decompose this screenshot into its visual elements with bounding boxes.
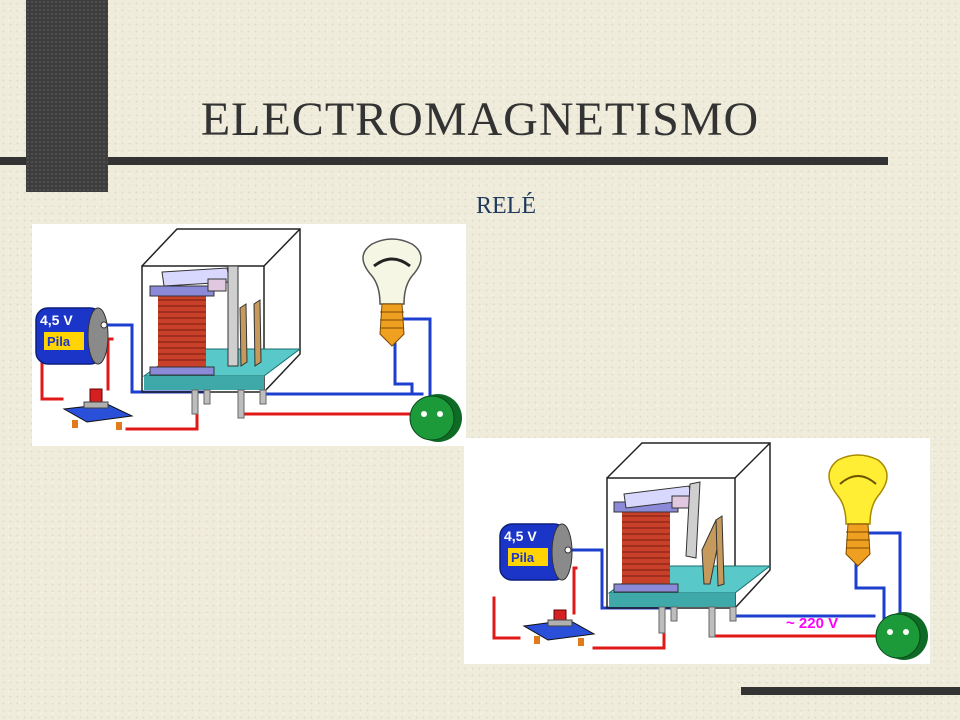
relay-off-svg: 4,5 V Pila [35, 228, 462, 442]
battery-voltage: 4,5 V [504, 528, 537, 544]
wire-blue-lamp-socket [402, 317, 432, 406]
contact-blade-2 [715, 515, 725, 587]
mains-voltage-label: ~ 220 V [786, 615, 838, 632]
armature-frame [227, 265, 239, 367]
armature-frame [685, 481, 701, 559]
contact-blade-2 [253, 299, 262, 367]
battery: 4,5 V Pila [499, 523, 573, 581]
wall-socket [875, 612, 928, 660]
armature-hinge [207, 278, 227, 292]
battery-label: Pila [47, 334, 71, 349]
relay-pins [191, 389, 267, 419]
wire-red-switch [125, 394, 199, 431]
relay-coil [158, 294, 206, 369]
relay-base-front [609, 593, 735, 607]
wire-blue-lamp-socket [868, 531, 902, 625]
push-switch [62, 388, 134, 430]
wire-blue-contact [732, 586, 876, 618]
slide-subtitle: RELÉ [476, 193, 536, 219]
relay-diagram-off: 4,5 V Pila [32, 224, 466, 446]
decorative-rule-top [108, 157, 888, 165]
contact-blade-1 [239, 303, 248, 367]
lamp-off [362, 238, 422, 347]
relay-diagram-on: 4,5 V Pila ~ 220 V [464, 438, 930, 664]
battery: 4,5 V Pila [35, 307, 109, 365]
decorative-rule-bottom [741, 687, 960, 695]
lamp-on [828, 454, 888, 567]
wire-red-contact [240, 394, 414, 416]
decorative-rule-left [0, 157, 26, 165]
wire-blue-lamp [854, 556, 886, 630]
relay-on-svg: 4,5 V Pila ~ 220 V [492, 442, 928, 660]
coil-bottom-plate [149, 366, 215, 376]
wire-red-battery-plus [572, 566, 578, 615]
wire-blue-lamp [393, 340, 424, 396]
battery-voltage: 4,5 V [40, 312, 73, 328]
decorative-dark-block [26, 0, 108, 192]
wire-red-battery-plus [106, 337, 114, 391]
wire-red-battery [40, 362, 64, 401]
slide-title: ELECTROMAGNETISMO [200, 93, 760, 146]
battery-label: Pila [511, 550, 535, 565]
coil-top-plate [149, 285, 215, 297]
relay-pins [658, 606, 737, 638]
push-switch [522, 609, 596, 646]
wire-red-switch [592, 616, 666, 650]
coil-windings [158, 299, 206, 361]
relay-box [141, 228, 301, 393]
wire-blue-contact [262, 390, 414, 396]
relay-base-front [144, 376, 264, 390]
relay-coil [622, 510, 670, 586]
coil-bottom-plate [613, 583, 679, 593]
wire-red-battery [492, 596, 521, 640]
wall-socket [409, 394, 462, 442]
coil-windings [622, 515, 670, 577]
armature-hinge [671, 495, 691, 509]
